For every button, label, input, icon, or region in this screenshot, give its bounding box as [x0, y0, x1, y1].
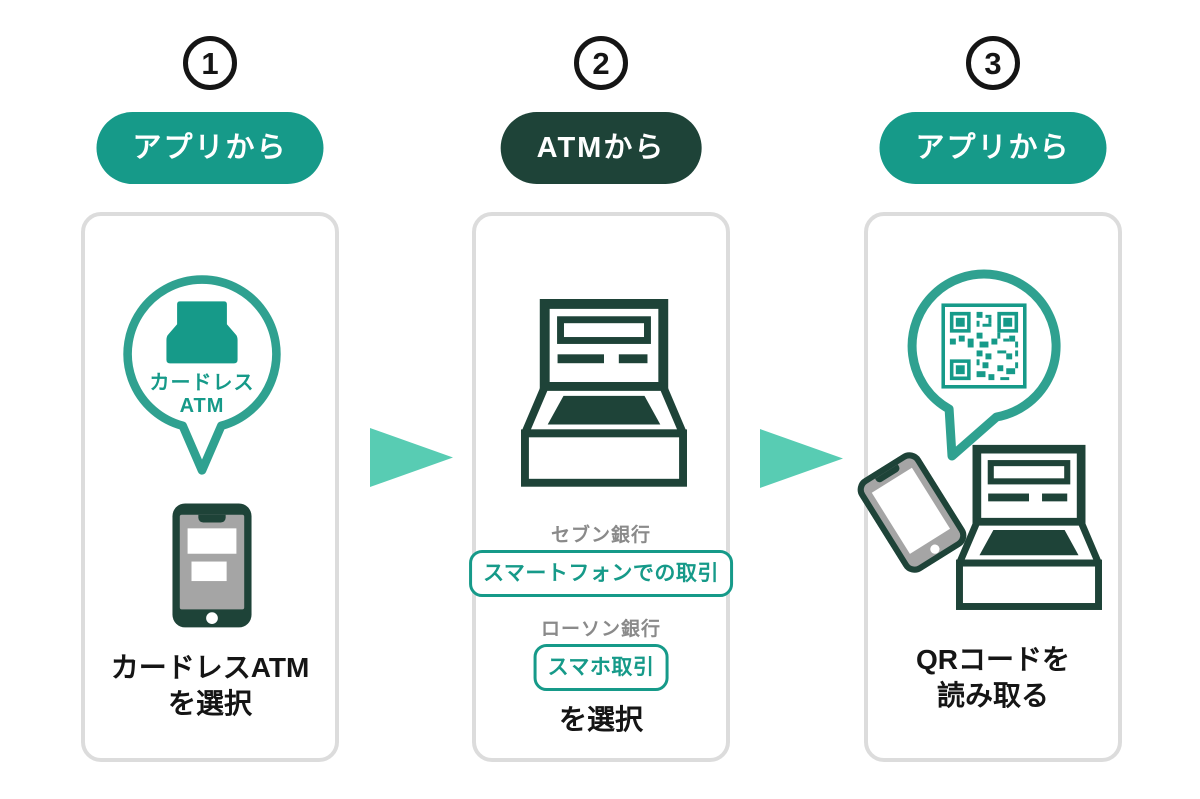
step-3-card: QRコードを 読み取る	[857, 212, 1122, 762]
step-3-caption-line1: QRコードを	[915, 644, 1070, 675]
cardless-atm-speech-bubble: カードレス ATM	[116, 272, 288, 478]
step-1-caption: カードレスATM を選択	[85, 650, 335, 723]
bubble-label: カードレス ATM	[116, 372, 288, 418]
step-1-number-circle: 1	[183, 36, 237, 90]
step-2-number-circle: 2	[574, 36, 628, 90]
step-1-card: カードレス ATM カードレスATM を選択	[81, 212, 339, 762]
atm-machine-icon	[521, 298, 687, 487]
step-1-badge: アプリから	[96, 112, 324, 184]
smartphone-tilted-icon	[857, 452, 967, 573]
speech-bubble-icon	[123, 275, 281, 475]
step-2-badge: ATMから	[500, 112, 702, 184]
step-1-column: 1 アプリから カードレス ATM	[81, 0, 339, 799]
atm-silhouette-icon	[166, 301, 238, 364]
step-3-caption: QRコードを 読み取る	[868, 642, 1118, 715]
step-1-caption-line2: を選択	[167, 688, 252, 720]
step-2-column: 2 ATMから セブン銀行 スマートフォンでの取引 ローソン銀行 スマホ取引 を…	[469, 0, 733, 799]
step-1-number: 1	[201, 45, 219, 81]
bank-label-lawson: ローソン銀行	[540, 619, 661, 640]
qr-code-icon	[941, 303, 1027, 389]
step-3-number-circle: 3	[966, 36, 1020, 90]
step-3-badge: アプリから	[879, 112, 1107, 184]
step-3-number: 3	[984, 45, 1002, 81]
arrow-right-icon	[370, 428, 453, 487]
smartphone-icon	[172, 503, 252, 628]
step-2-card: セブン銀行 スマートフォンでの取引 ローソン銀行 スマホ取引 を選択	[469, 212, 733, 762]
arrow-right-icon	[760, 429, 843, 488]
step-2-caption-line1: を選択	[558, 704, 643, 735]
step-2-number: 2	[592, 45, 610, 81]
option-button-smartphone-transaction: スマートフォンでの取引	[469, 550, 733, 597]
step-3-caption-line2: 読み取る	[936, 680, 1049, 712]
step-3-column: 3 アプリから	[857, 0, 1122, 799]
option-button-smaho-transaction: スマホ取引	[533, 644, 669, 691]
qr-speech-bubble	[896, 268, 1068, 464]
bubble-label-line1: カードレス	[149, 372, 255, 394]
atm-machine-icon	[956, 444, 1102, 610]
step-1-caption-line1: カードレスATM	[110, 652, 310, 683]
step-2-caption: を選択	[476, 698, 726, 738]
bubble-label-line2: ATM	[179, 395, 225, 417]
bank-label-seven: セブン銀行	[550, 525, 651, 546]
